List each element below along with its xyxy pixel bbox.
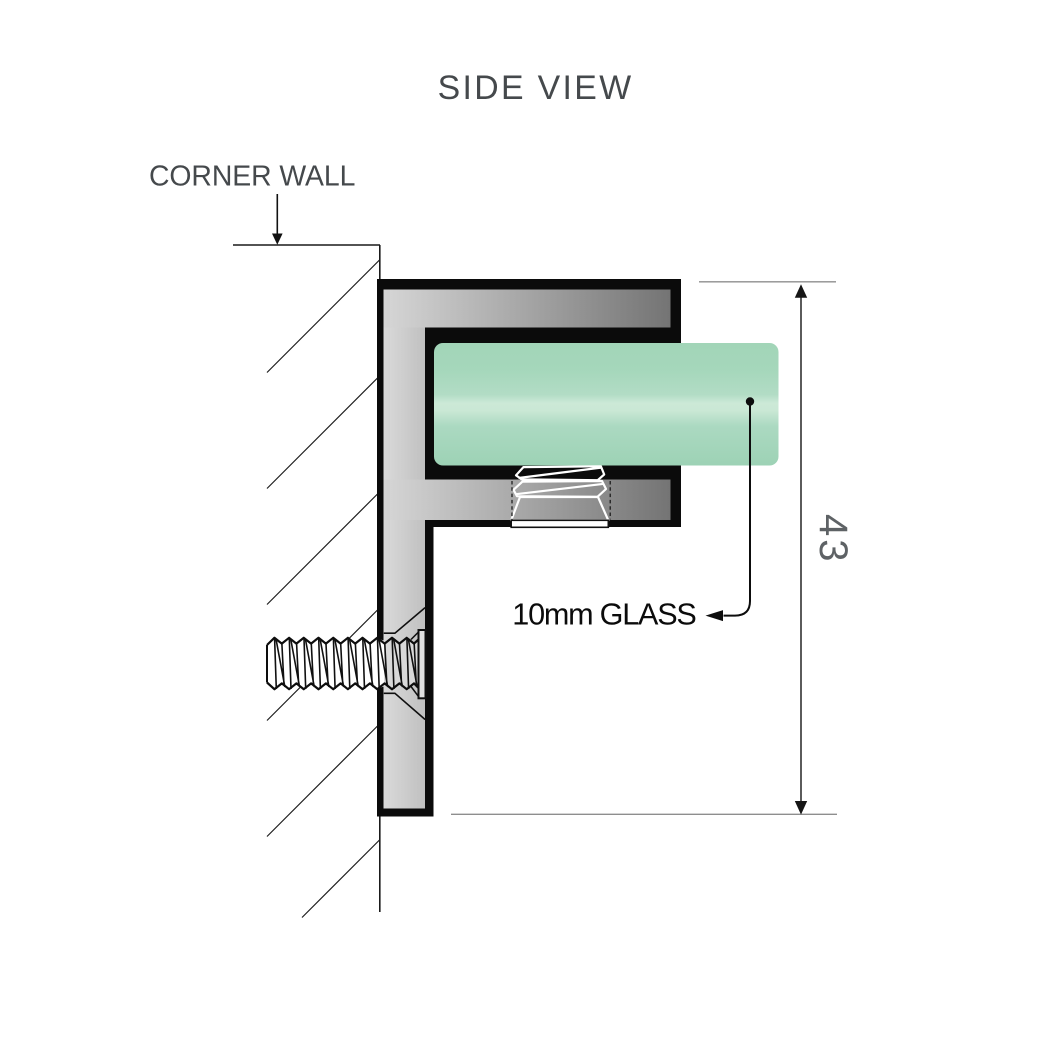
svg-text:CORNER WALL: CORNER WALL [149, 160, 355, 192]
svg-text:SIDE VIEW: SIDE VIEW [438, 69, 632, 107]
svg-text:10mm GLASS: 10mm GLASS [512, 598, 697, 632]
